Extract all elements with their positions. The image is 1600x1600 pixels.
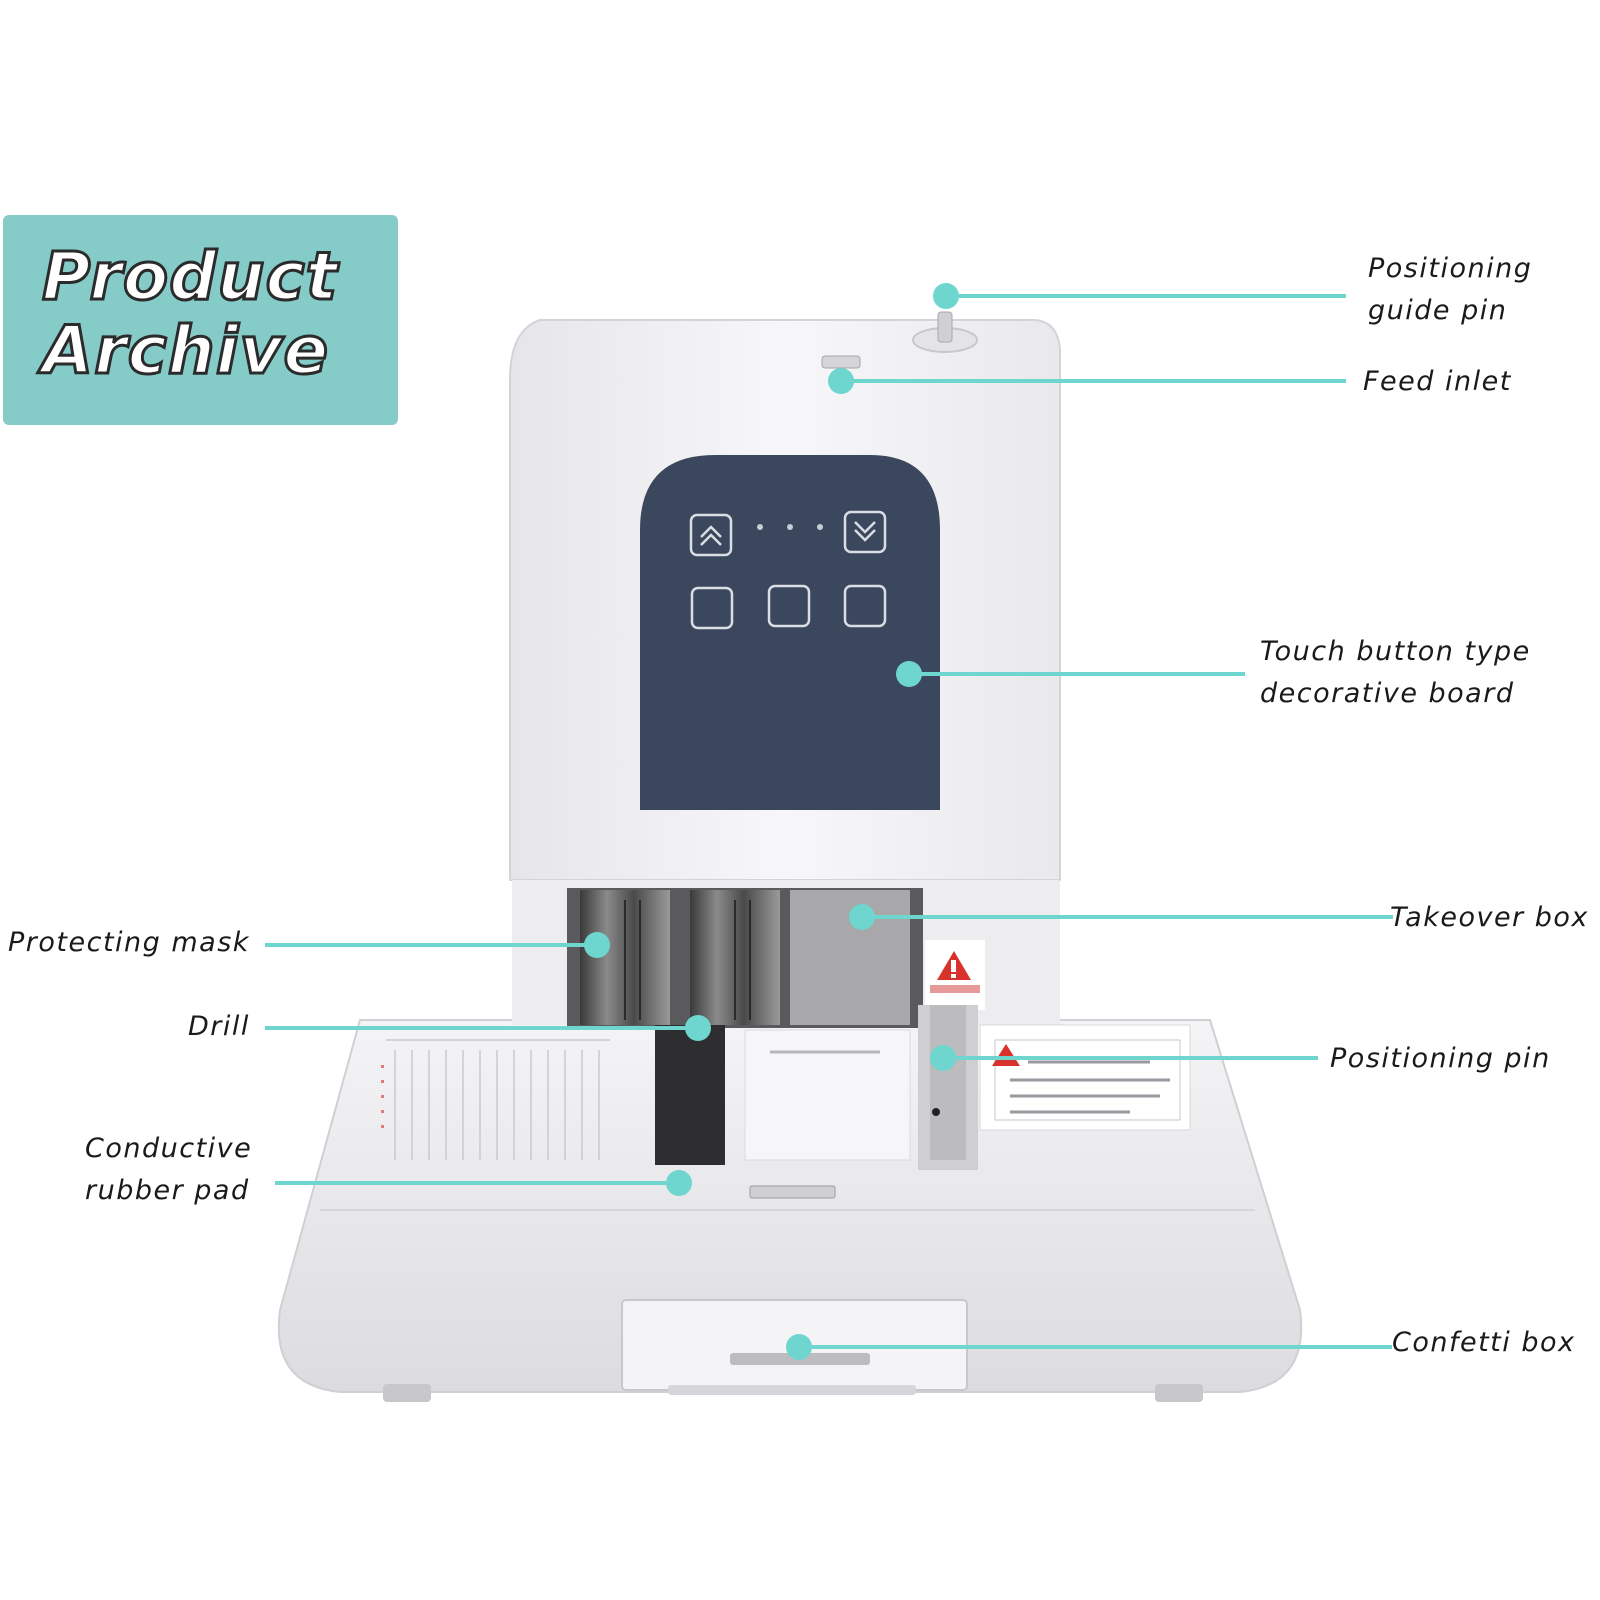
base-badge xyxy=(749,1185,836,1199)
ruler-red-marks xyxy=(381,1065,384,1128)
callout-dot-positioning-guide-pin xyxy=(933,283,959,309)
title-line-2: Archive xyxy=(41,312,330,389)
label-protecting-mask: Protecting mask xyxy=(8,927,250,958)
title-line-1: Product xyxy=(41,238,339,315)
label-confetti-box: Confetti box xyxy=(1392,1327,1576,1358)
center-plate xyxy=(744,1029,911,1161)
callout-dot-touch-board xyxy=(896,661,922,687)
callout-dot-protecting-mask xyxy=(584,932,610,958)
callout-dot-feed-inlet xyxy=(828,368,854,394)
drill-channel xyxy=(655,1025,725,1165)
callout-dot-drill xyxy=(685,1015,711,1041)
label-feed-inlet: Feed inlet xyxy=(1363,366,1512,397)
callout-dot-conductive-rubber-pad xyxy=(666,1170,692,1196)
label-positioning-pin: Positioning pin xyxy=(1330,1043,1551,1074)
pin-channel xyxy=(918,1005,978,1170)
label-conductive-rubber-pad: Conductive rubber pad xyxy=(85,1133,253,1206)
callout-lines xyxy=(265,294,1393,1349)
warning-label xyxy=(925,940,985,1010)
callout-dot-positioning-pin xyxy=(930,1045,956,1071)
ruler-scale xyxy=(386,1039,610,1160)
feed-inlet-slot xyxy=(821,355,861,369)
callout-dot-confetti-box xyxy=(786,1334,812,1360)
touch-panel xyxy=(640,455,940,810)
title-text: Product Archive xyxy=(41,238,402,389)
label-touch-button-type-decorative-board: Touch button type decorative board xyxy=(1260,636,1531,709)
callout-dots xyxy=(584,283,959,1360)
instruction-sticker xyxy=(979,1024,1191,1131)
guide-pin-knob xyxy=(912,311,978,353)
callout-dot-takeover-box xyxy=(849,904,875,930)
label-drill: Drill xyxy=(188,1011,250,1042)
title-badge xyxy=(3,215,398,425)
label-positioning-guide-pin: Positioning guide pin xyxy=(1368,253,1533,326)
label-takeover-box: Takeover box xyxy=(1390,902,1589,933)
